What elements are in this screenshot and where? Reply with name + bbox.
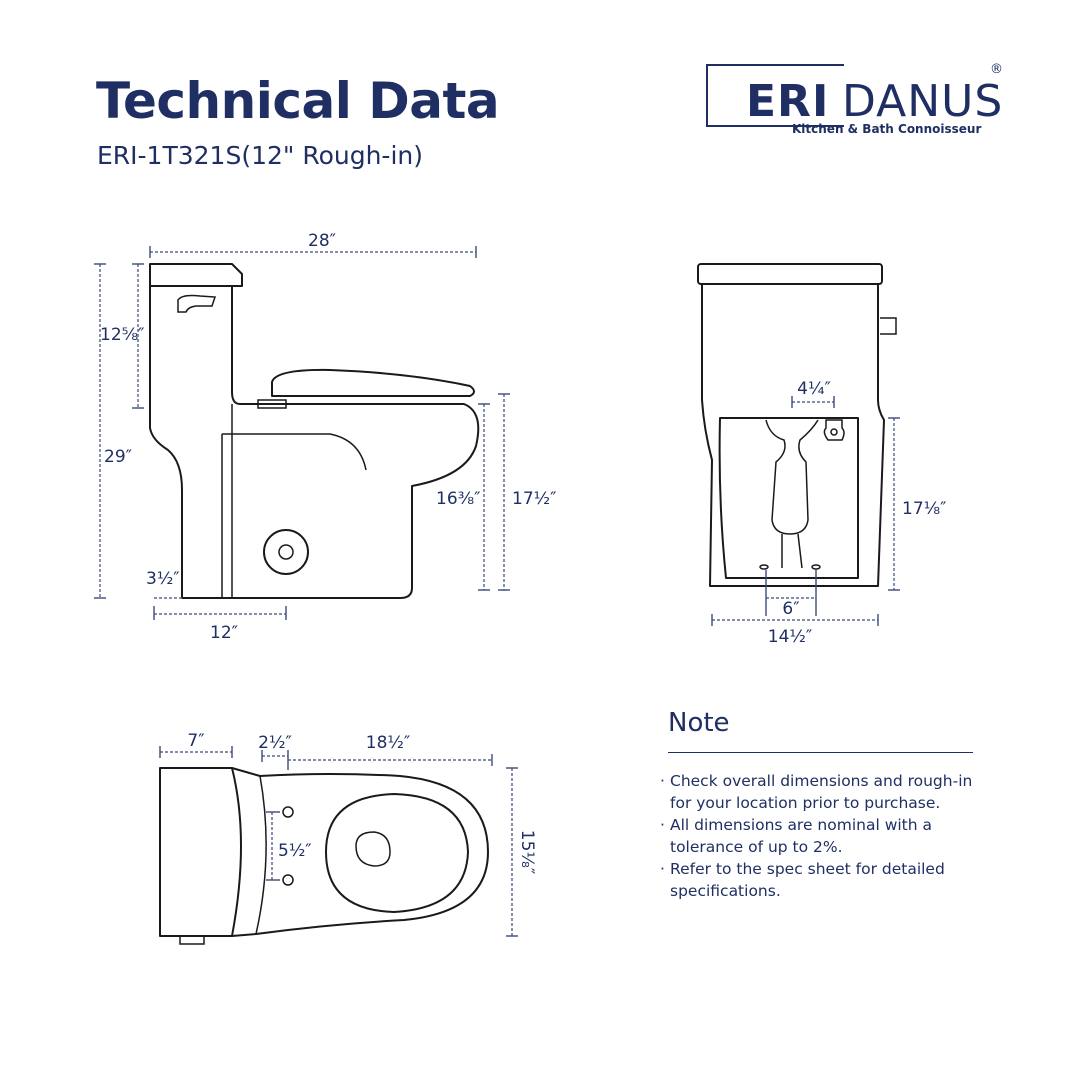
trapway-outlet [781,533,803,569]
dim-base-offset: 3½″ [146,569,180,589]
front-view-drawing [697,263,897,587]
dim-bowl-height: 16⅜″ [436,489,480,509]
flush-handle-front [880,317,897,335]
dim-tank-depth: 7″ [187,731,204,751]
supply-valve-center [830,428,838,436]
dim-rough-in: 12″ [210,623,238,643]
dim-seat-height: 17½″ [512,489,556,509]
note-item: Refer to the spec sheet for detailed spe… [660,858,990,902]
dim-front-height: 17⅛″ [902,499,946,519]
tank-top-view [159,767,242,937]
seat-hinge-line [255,775,267,935]
note-divider [668,752,973,753]
bolt-hole-right [811,564,821,570]
seat-hinge-side [257,399,287,409]
dim-overall-length: 28″ [308,231,336,251]
dim-bolt-spacing: 6″ [782,599,799,619]
dim-hole-spacing: 5½″ [278,841,312,861]
side-view-dimensions: 28″ 29″ 12⅝″ 16⅜″ 17½″ 3½″ 12″ [94,231,556,643]
bolt-hole-left [759,564,769,570]
bowl-outline-side [182,403,480,599]
bowl-opening-top [325,793,469,913]
logo-light-text: DANUS [842,76,1004,127]
tank-back-outline [149,286,183,598]
front-view-dimensions: 4¼″ 17⅛″ 6″ 14½″ [711,379,946,647]
dim-overall-height: 29″ [104,447,132,467]
supply-stub-top [179,936,205,945]
dim-top-width: 15⅛″ [517,830,537,874]
tank-lid-side [149,263,243,287]
top-view-drawing [159,767,489,945]
logo-bold-text: ERI [746,76,830,127]
note-item: Check overall dimensions and rough-in fo… [660,770,990,814]
drain-opening-top [355,831,391,867]
dim-tank-height: 12⅝″ [100,325,144,345]
note-item: All dimensions are nominal with a tolera… [660,814,990,858]
seat-bolt-hole-lower [282,874,294,886]
supply-valve [823,419,845,441]
seat-lid-side [271,368,475,397]
brand-logo: ERI DANUS ® Kitchen & Bath Connoisseur [706,62,1006,142]
skirt-line [222,433,367,471]
logo-tagline: Kitchen & Bath Connoisseur [792,122,982,136]
tank-lid-front [697,263,883,285]
registered-mark: ® [990,62,1003,77]
dim-front-width: 14½″ [768,627,812,647]
rear-recess [718,417,859,579]
page-title: Technical Data [96,72,500,130]
dim-supply-offset: 4¼″ [797,379,831,399]
dim-gap: 2½″ [258,733,292,753]
cleanout-cap-outer [263,529,309,575]
top-view-dimensions: 7″ 2½″ 18½″ 5½″ 15⅛″ [159,731,537,937]
note-heading: Note [668,708,730,738]
note-list: Check overall dimensions and rough-in fo… [660,770,990,902]
side-view-drawing [149,263,480,599]
dim-bowl-length: 18½″ [366,733,410,753]
cleanout-cap-inner [278,544,294,560]
logo-frame [706,64,844,127]
body-outline-front [701,283,885,587]
trapway-outline [765,419,819,535]
seat-bolt-hole-upper [282,806,294,818]
flush-lever-side [177,294,217,313]
model-subtitle: ERI-1T321S(12" Rough-in) [97,141,424,170]
tank-front-outline [231,286,272,405]
bowl-outline-top [231,767,489,937]
